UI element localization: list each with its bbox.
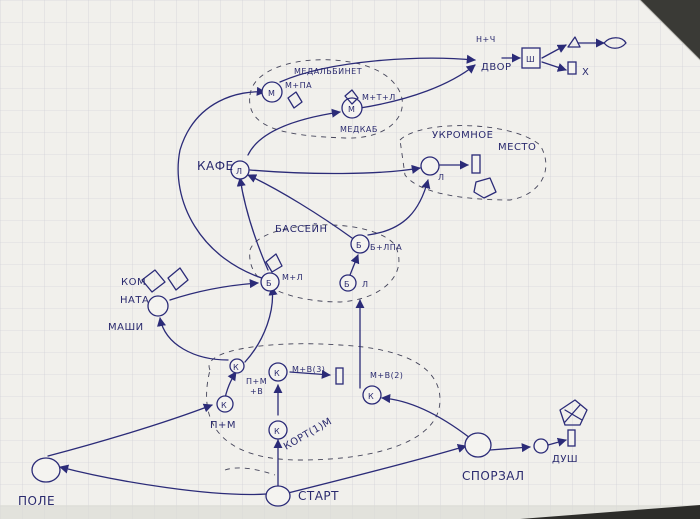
label-k-top: К xyxy=(233,363,239,372)
label-komnata-3: МАШИ xyxy=(108,322,144,333)
label-medkab: МЕДКАБ xyxy=(340,125,378,134)
nodes xyxy=(31,36,627,507)
label-medalbinet: МЕДАЛЬБИНЕТ xyxy=(294,67,362,76)
label-metl: М+Т+Л xyxy=(362,93,396,102)
label-dvor: ДВОР xyxy=(481,62,512,73)
label-k-bottom: К xyxy=(274,427,280,436)
label-pmb-1: П+М xyxy=(246,377,267,386)
label-m-medalbinet: М xyxy=(268,89,275,98)
label-mpl: М+ПА xyxy=(285,81,312,90)
label-basseyn: БАССЕЙН xyxy=(275,222,327,235)
label-start: СТАРТ xyxy=(298,489,339,503)
label-komnata-1: КОМ xyxy=(121,277,146,288)
label-l-kafe: Л xyxy=(236,167,243,176)
table-edge xyxy=(520,505,700,519)
label-pm: П+М xyxy=(210,420,236,431)
label-l-lower: Л xyxy=(362,280,369,289)
label-k-left: К xyxy=(221,401,227,410)
label-mb2: М+В(2) xyxy=(370,371,403,380)
label-ukromnoe-1: УКРОМНОЕ xyxy=(432,130,493,141)
label-l-ukromnoe: Л xyxy=(438,173,445,182)
label-dvor-top: Н+Ч xyxy=(476,35,496,44)
label-sportzal: СПОРЗАЛ xyxy=(462,469,525,483)
label-b-lower: Б xyxy=(344,280,350,289)
label-btl: М+Л xyxy=(282,273,303,282)
label-komnata-2: НАТА xyxy=(120,295,149,306)
label-k-right: К xyxy=(368,392,374,401)
label-mbs: М+В(3) xyxy=(292,365,325,374)
label-pole: ПОЛЕ xyxy=(18,494,55,508)
label-blpa: Б+ЛПА xyxy=(370,243,402,252)
label-b-basseyn: Б xyxy=(266,279,272,288)
label-ukromnoe-2: МЕСТО xyxy=(498,142,536,153)
label-dush: ДУШ xyxy=(552,454,578,465)
label-x: Х xyxy=(582,67,589,78)
label-kafe: КАФЕ xyxy=(197,159,234,173)
label-b-blpa: Б xyxy=(356,241,362,250)
label-pmb-2: +В xyxy=(250,387,263,396)
label-k-mid: К xyxy=(274,369,280,378)
dashed-zones xyxy=(206,59,547,476)
label-m-medkab: М xyxy=(348,105,355,114)
edges xyxy=(47,38,605,496)
label-sh: Ш xyxy=(526,55,535,64)
